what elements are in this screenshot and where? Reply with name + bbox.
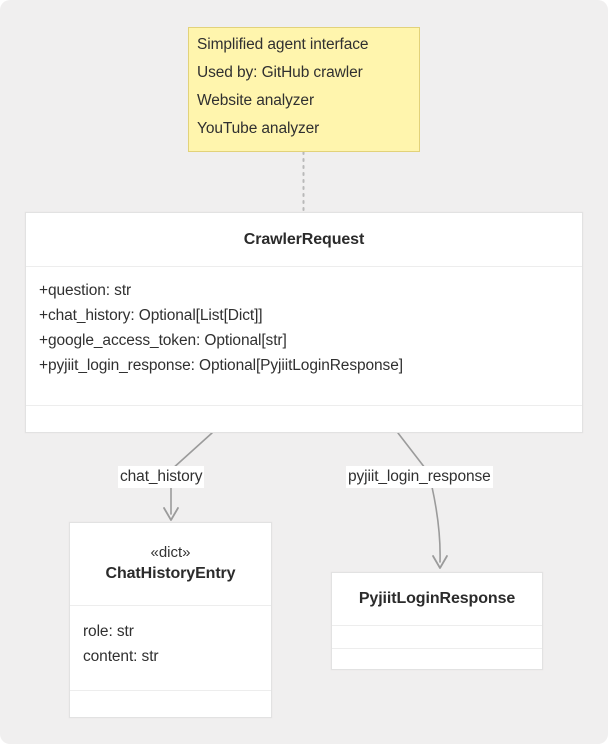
class-stereotype: «dict» — [150, 544, 191, 561]
class-title: PyjiitLoginResponse — [358, 590, 516, 607]
class-attribute: +chat_history: Optional[List[Dict]] — [39, 307, 263, 324]
edge-line-chat-history — [170, 432, 213, 471]
edge-line-pyjiit-login-response — [397, 432, 426, 469]
class-attribute: +question: str — [39, 282, 132, 299]
class-box-crawler-request[interactable]: CrawlerRequest +question: str +chat_hist… — [25, 212, 583, 433]
class-operations-crawler-request — [26, 406, 582, 433]
edge-arrowhead-pyjiit-login-response — [432, 555, 448, 569]
class-title: CrawlerRequest — [243, 230, 365, 248]
note-line: Website analyzer — [197, 92, 315, 109]
class-box-chat-history-entry[interactable]: «dict» ChatHistoryEntry role: str conten… — [69, 522, 272, 718]
class-attribute: content: str — [83, 648, 159, 665]
edge-label-pyjiit-login-response: pyjiit_login_response — [346, 466, 493, 488]
class-header-crawler-request: CrawlerRequest — [26, 213, 582, 267]
class-attributes-crawler-request: +question: str +chat_history: Optional[L… — [26, 267, 582, 406]
class-attribute: +pyjiit_login_response: Optional[PyjiitL… — [39, 357, 403, 374]
class-header-chat-history-entry: «dict» ChatHistoryEntry — [70, 523, 271, 606]
edge-arrowhead-chat-history — [163, 507, 179, 521]
class-operations-chat-history-entry — [70, 691, 271, 718]
class-box-pyjiit-login-response[interactable]: PyjiitLoginResponse — [331, 572, 543, 670]
class-attributes-chat-history-entry: role: str content: str — [70, 606, 271, 691]
note-line: YouTube analyzer — [197, 120, 320, 137]
class-attributes-pyjiit-login-response — [332, 626, 542, 649]
class-title: ChatHistoryEntry — [105, 565, 236, 582]
edge-label-chat-history: chat_history — [118, 466, 205, 488]
class-header-pyjiit-login-response: PyjiitLoginResponse — [332, 573, 542, 626]
class-attribute: +google_access_token: Optional[str] — [39, 332, 287, 349]
note-line: Used by: GitHub crawler — [197, 64, 363, 81]
note-box: Simplified agent interface Used by: GitH… — [188, 27, 420, 152]
note-line: Simplified agent interface — [197, 36, 369, 53]
edge-line-pyjiit-login-response-2 — [431, 486, 441, 563]
class-attribute: role: str — [83, 623, 134, 640]
class-operations-pyjiit-login-response — [332, 649, 542, 670]
